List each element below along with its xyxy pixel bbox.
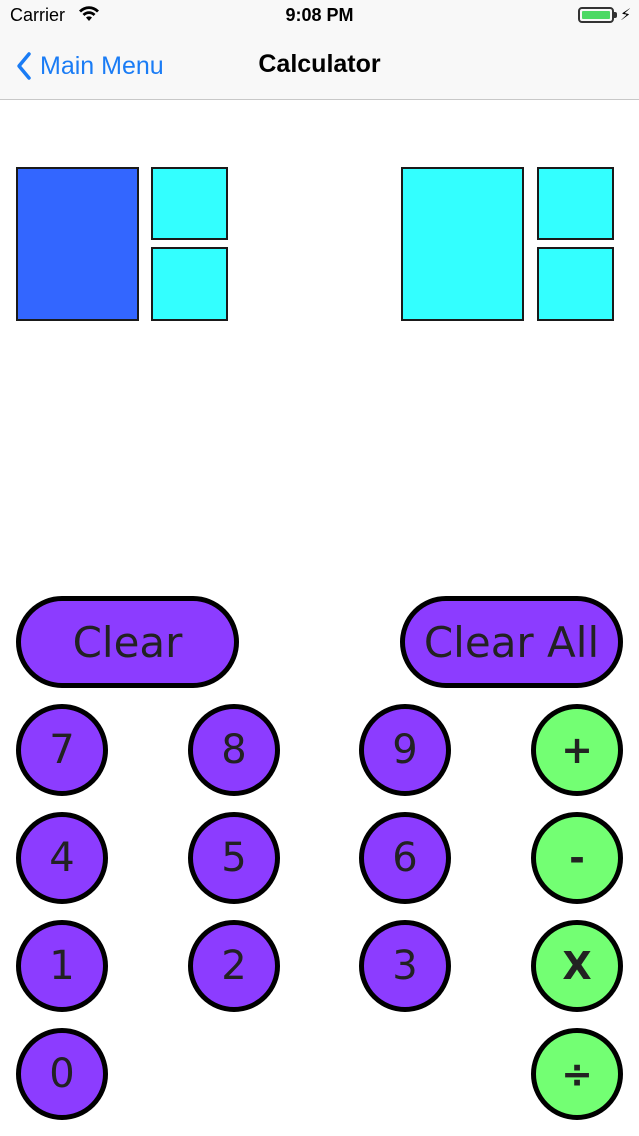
navigation-bar: Main Menu Calculator: [0, 34, 639, 100]
left-ones-block: [151, 247, 228, 321]
status-time: 9:08 PM: [285, 5, 354, 25]
divide-button[interactable]: ÷: [531, 1028, 623, 1120]
subtract-button[interactable]: -: [531, 812, 623, 904]
wifi-icon: [78, 5, 100, 27]
back-button[interactable]: Main Menu: [16, 48, 164, 84]
digit-0-button[interactable]: 0: [16, 1028, 108, 1120]
digit-3-button[interactable]: 3: [359, 920, 451, 1012]
back-button-label: Main Menu: [40, 51, 164, 80]
digit-7-button[interactable]: 7: [16, 704, 108, 796]
digit-6-button[interactable]: 6: [359, 812, 451, 904]
right-tens-block: [401, 167, 524, 321]
left-tens-block: [16, 167, 139, 321]
chevron-left-icon: [17, 52, 31, 80]
multiply-button[interactable]: X: [531, 920, 623, 1012]
digit-1-button[interactable]: 1: [16, 920, 108, 1012]
digit-4-button[interactable]: 4: [16, 812, 108, 904]
add-button[interactable]: +: [531, 704, 623, 796]
digit-5-button[interactable]: 5: [188, 812, 280, 904]
carrier-label: Carrier: [10, 5, 66, 25]
status-bar: Carrier 9:08 PM ⚡︎: [0, 0, 639, 34]
battery-tip: [614, 12, 617, 18]
digit-2-button[interactable]: 2: [188, 920, 280, 1012]
bolt-icon: ⚡︎: [620, 5, 632, 24]
digit-9-button[interactable]: 9: [359, 704, 451, 796]
left-ones-block: [151, 167, 228, 240]
digit-8-button[interactable]: 8: [188, 704, 280, 796]
clear-button[interactable]: Clear: [16, 596, 239, 688]
battery-icon: [578, 7, 614, 23]
page-title: Calculator: [258, 50, 381, 78]
clear-all-button[interactable]: Clear All: [400, 596, 623, 688]
battery-fill: [582, 11, 610, 19]
right-ones-block: [537, 247, 614, 321]
right-ones-block: [537, 167, 614, 240]
